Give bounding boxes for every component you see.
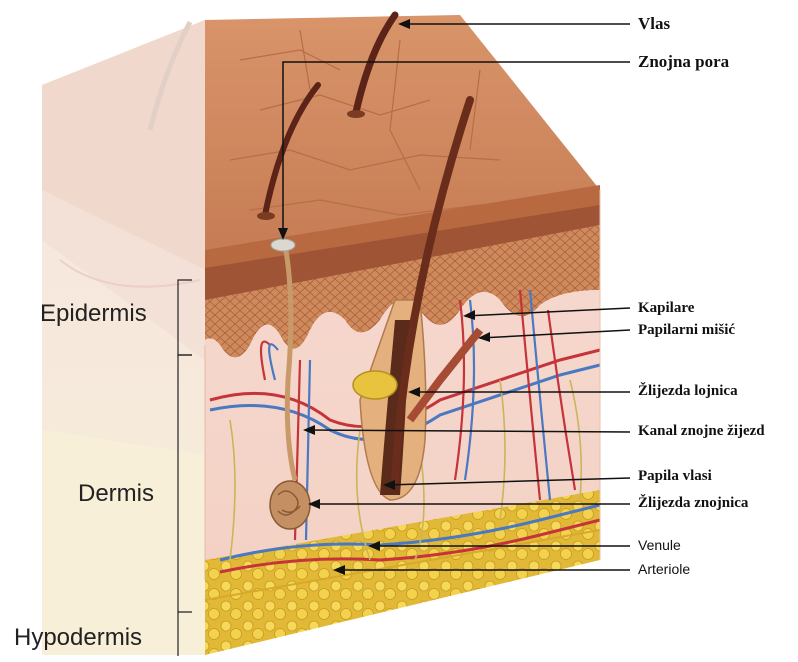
label-papila-vlasi: Papila vlasi	[638, 468, 712, 485]
label-venule: Venule	[638, 537, 681, 553]
label-kanal-znojne: Kanal znojne žijezd	[638, 423, 765, 440]
label-papilarni-misic: Papilarni mišić	[638, 322, 735, 339]
layer-label-hypodermis: Hypodermis	[14, 624, 142, 652]
label-zlijezda-znojnica: Žlijezda znojnica	[638, 495, 748, 512]
label-vlas: Vlas	[638, 14, 670, 34]
label-kapilare: Kapilare	[638, 300, 694, 317]
layer-label-epidermis: Epidermis	[40, 300, 147, 328]
faded-skin-block	[42, 20, 205, 655]
label-zlijezda-lojnica: Žlijezda lojnica	[638, 383, 738, 400]
label-znojna-pora: Znojna pora	[638, 52, 729, 72]
label-arteriole: Arteriole	[638, 561, 690, 577]
layer-label-dermis: Dermis	[78, 480, 154, 508]
